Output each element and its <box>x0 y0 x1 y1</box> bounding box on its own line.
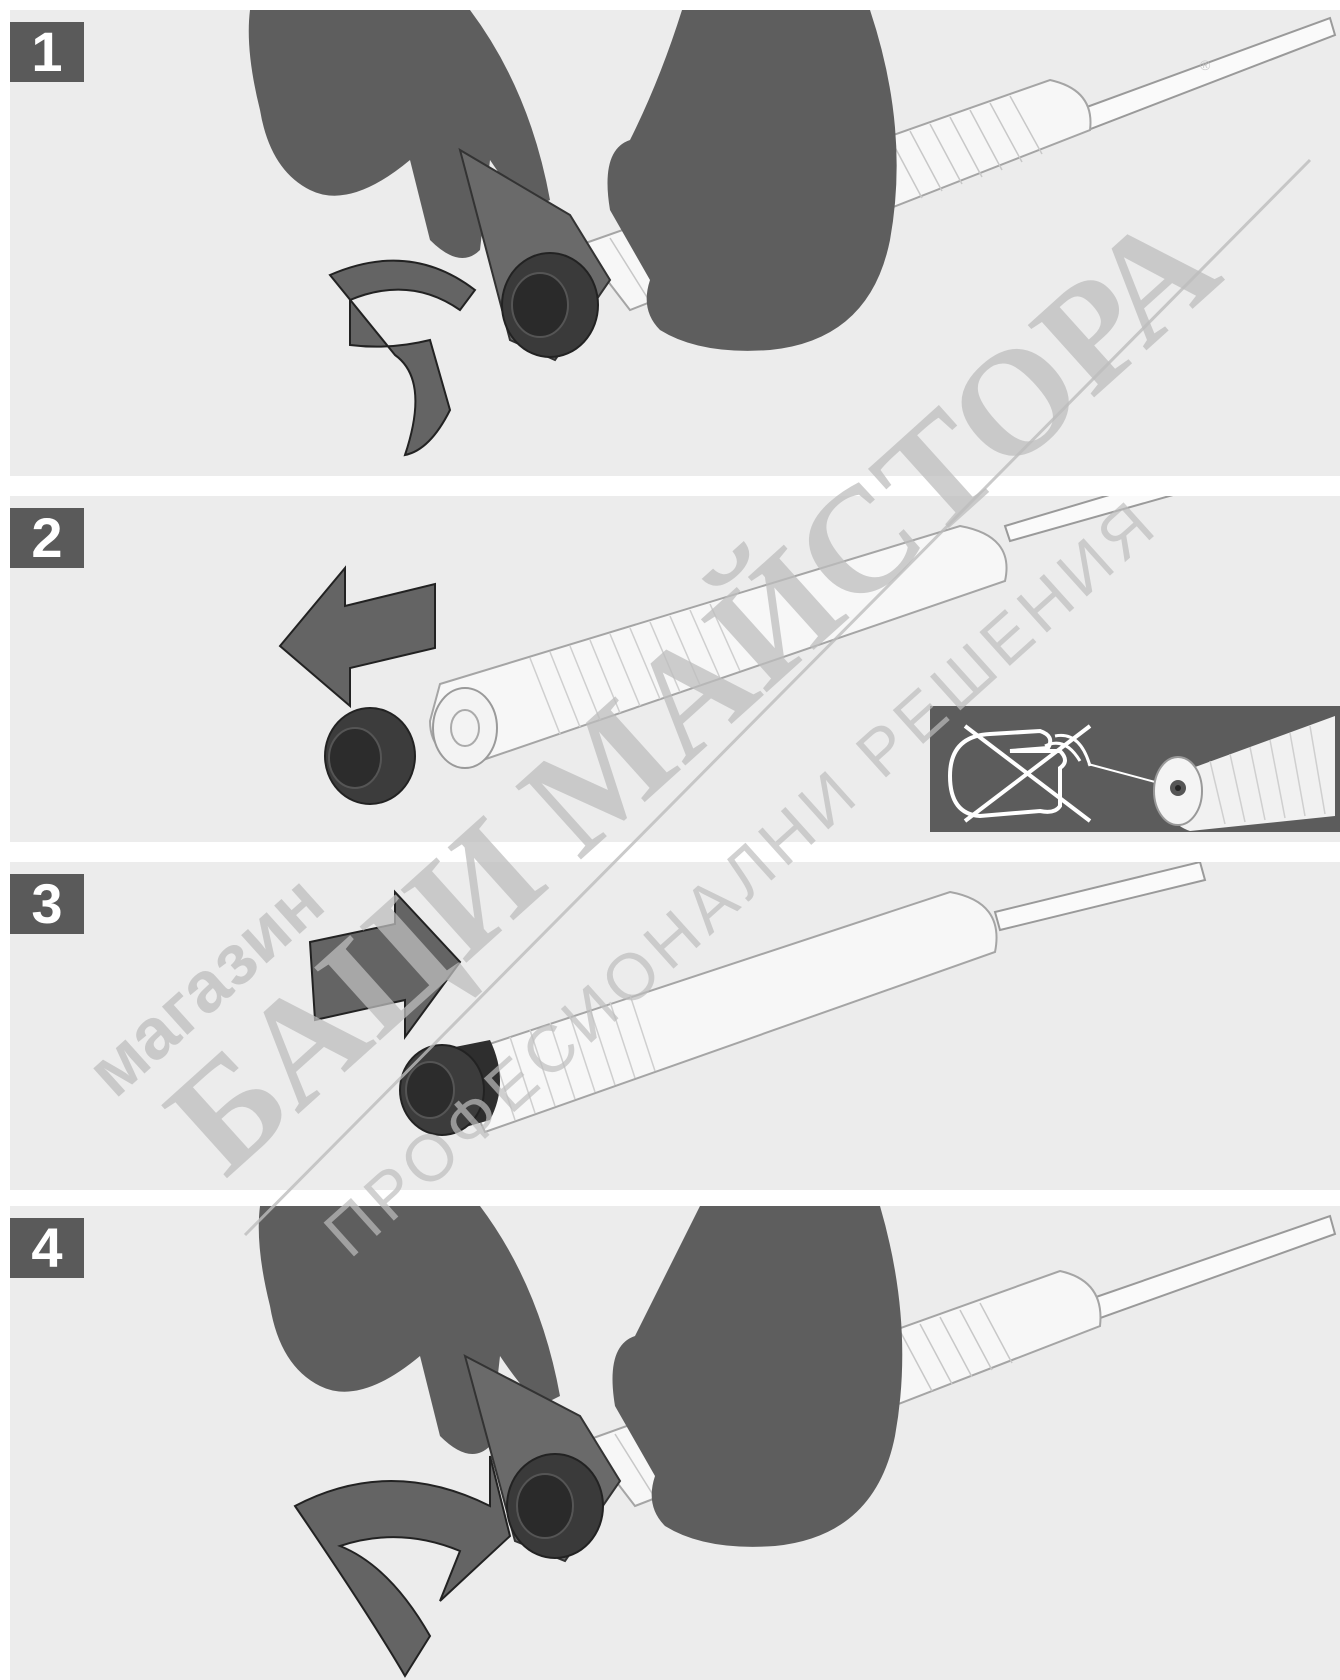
step-1-illustration <box>10 10 1340 476</box>
lance-sleeve <box>450 892 997 1132</box>
lance-rod <box>995 862 1205 930</box>
push-on-arrow <box>310 892 460 1037</box>
step-1-panel: 1 <box>10 10 1340 476</box>
step-4-illustration <box>10 1206 1340 1680</box>
no-touch-warning-inset <box>930 706 1340 832</box>
lance-sleeve <box>430 526 1007 761</box>
step-3-panel: 3 <box>10 862 1340 1190</box>
pull-off-arrow <box>280 568 435 706</box>
step-4-panel: 4 <box>10 1206 1340 1680</box>
right-hand <box>613 1206 903 1547</box>
right-hand <box>608 10 897 351</box>
step-3-illustration <box>10 862 1340 1190</box>
lance-rod <box>1065 18 1335 135</box>
rotate-counterclockwise-arrow <box>330 261 475 455</box>
no-finger-touch-icon <box>930 706 1340 832</box>
step-2-panel: 2 <box>10 496 1340 842</box>
lance-rod <box>1070 1216 1335 1326</box>
lance-rod <box>1005 496 1205 541</box>
rotate-clockwise-arrow <box>295 1456 510 1676</box>
